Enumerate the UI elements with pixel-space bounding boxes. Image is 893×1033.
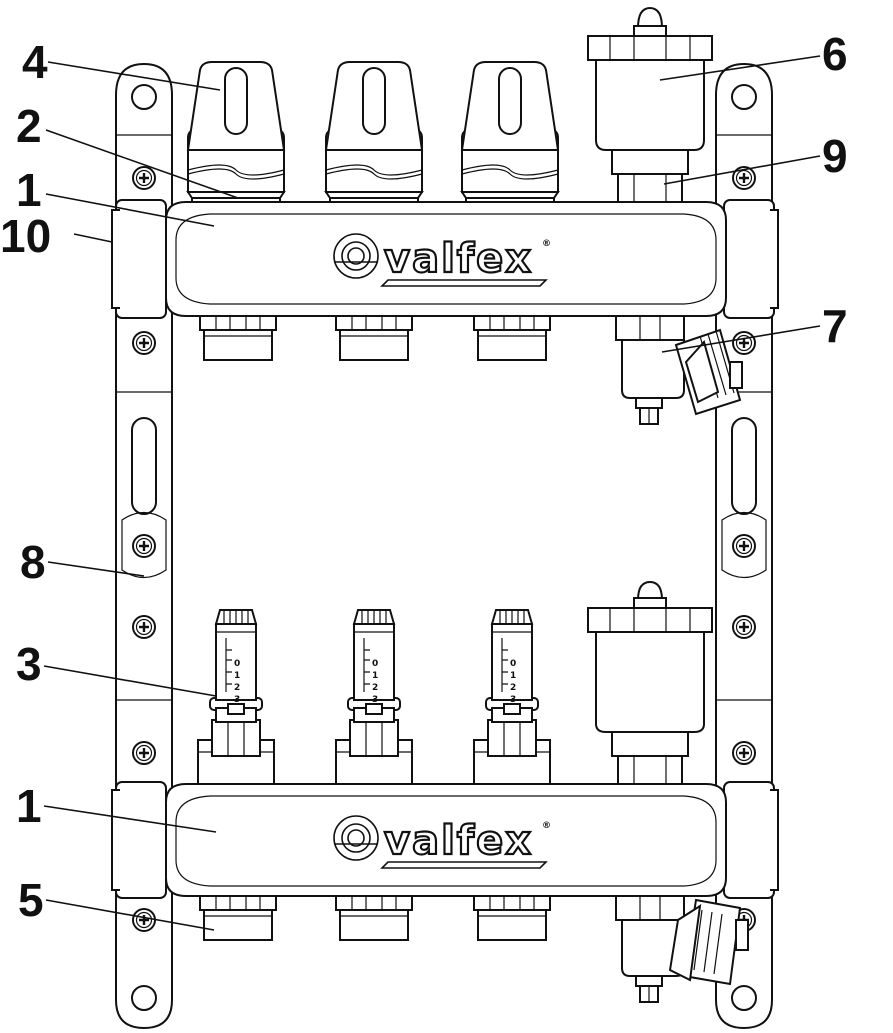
- upper-air-vent: [587, 6, 713, 203]
- svg-text:3: 3: [234, 695, 240, 705]
- flow-meters: 0 1 2 3 0 1 2 3 0 1 2 3: [197, 609, 551, 791]
- screw-icon: [731, 533, 757, 559]
- screw-icon: [131, 614, 157, 640]
- registered-mark: ®: [542, 239, 551, 249]
- svg-text:1: 1: [234, 671, 240, 681]
- svg-text:2: 2: [372, 683, 378, 693]
- callout-2: 2: [16, 100, 42, 152]
- screw-icon: [731, 614, 757, 640]
- screw-icon: [131, 533, 157, 559]
- screw-icon: [131, 165, 157, 191]
- svg-text:0: 0: [510, 659, 516, 669]
- screw-icon: [131, 740, 157, 766]
- brand-logo: valfex ®: [333, 815, 551, 869]
- svg-text:1: 1: [510, 671, 516, 681]
- screw-icon: [131, 330, 157, 356]
- lower-air-vent: [587, 580, 713, 785]
- callout-10: 10: [0, 210, 51, 262]
- svg-text:2: 2: [234, 683, 240, 693]
- brand-name: valfex: [384, 818, 533, 864]
- callout-1-lower: 1: [16, 780, 42, 832]
- lower-outlet-nuts: [199, 895, 551, 941]
- lower-drain-valve: [615, 895, 749, 1003]
- upper-drain-valve: [615, 315, 743, 425]
- callout-4: 4: [22, 36, 48, 88]
- callout-7: 7: [822, 300, 848, 352]
- screw-icon: [131, 907, 157, 933]
- valve-knobs: [187, 61, 559, 207]
- leader-lines: [43, 55, 821, 931]
- svg-text:2: 2: [510, 683, 516, 693]
- registered-mark: ®: [542, 821, 551, 831]
- brand-name: valfex: [384, 236, 533, 282]
- callout-numbers: 4 2 1 10 8 3 1 5 6 9 7: [0, 28, 848, 926]
- svg-text:0: 0: [234, 659, 240, 669]
- upper-manifold: valfex ®: [111, 199, 779, 319]
- screw-icon: [731, 740, 757, 766]
- svg-text:3: 3: [510, 695, 516, 705]
- screw-icon: [731, 330, 757, 356]
- svg-text:3: 3: [372, 695, 378, 705]
- callout-9: 9: [822, 130, 848, 182]
- callout-3: 3: [16, 638, 42, 690]
- callout-8: 8: [20, 536, 46, 588]
- svg-text:1: 1: [372, 671, 378, 681]
- svg-text:0: 0: [372, 659, 378, 669]
- brand-logo: valfex ®: [333, 233, 551, 287]
- callout-5: 5: [18, 874, 44, 926]
- callout-1-upper: 1: [16, 164, 42, 216]
- callout-6: 6: [822, 28, 848, 80]
- upper-outlet-nuts: [199, 315, 551, 361]
- lower-manifold: valfex ®: [111, 781, 779, 899]
- meter-scale: 0 1 2 3 0 1 2 3 0 1 2 3: [234, 659, 516, 705]
